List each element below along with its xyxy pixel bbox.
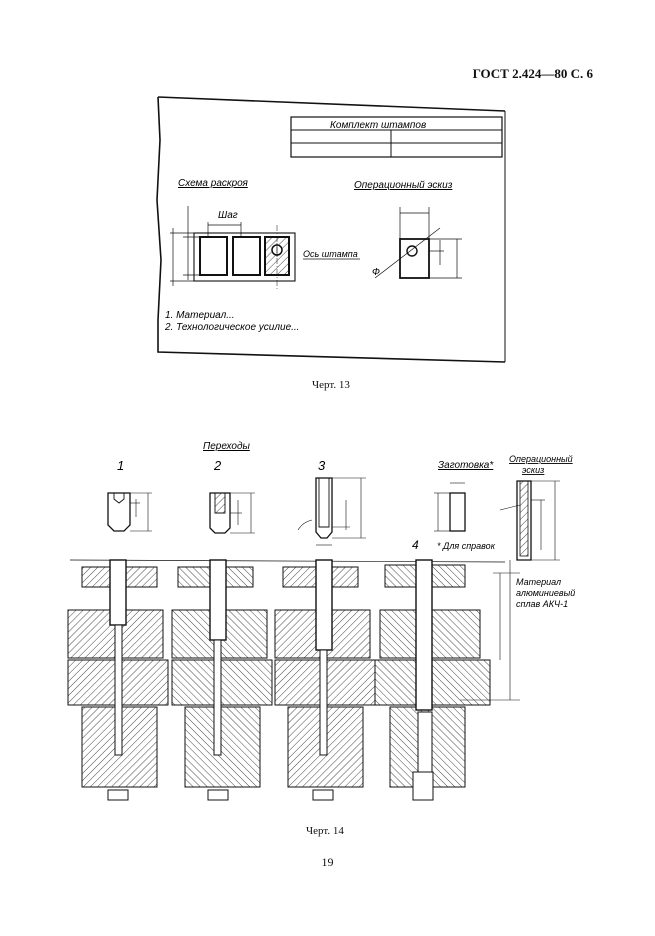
fig14-sketch-title-2: эскиз bbox=[522, 465, 544, 475]
reference-note: * Для справок bbox=[437, 541, 496, 551]
cutting-scheme-title: Схема раскроя bbox=[178, 178, 249, 189]
operation-sketch-drawing bbox=[374, 207, 462, 279]
cutting-scheme-drawing bbox=[170, 206, 296, 290]
transition-3-label: 3 bbox=[318, 458, 326, 473]
blank-label: Заготовка* bbox=[438, 460, 494, 471]
page-number: 19 bbox=[321, 855, 334, 869]
operation-sketch-title: Операционный эскиз bbox=[354, 180, 453, 191]
transition-2-label: 2 bbox=[213, 458, 222, 473]
fig14-sketch-title-1: Операционный bbox=[509, 454, 573, 464]
transition-parts bbox=[107, 477, 366, 546]
diameter-symbol: Ф bbox=[372, 267, 380, 278]
figure-13-sheet bbox=[156, 96, 506, 363]
figure-13-caption: Черт. 13 bbox=[312, 379, 350, 391]
note-material: 1. Материал... bbox=[165, 310, 235, 321]
transition-4-label: 4 bbox=[412, 538, 419, 552]
transitions-title: Переходы bbox=[203, 441, 250, 452]
die-assembly-2 bbox=[171, 559, 273, 801]
material-line-1: Материал bbox=[516, 577, 561, 587]
standard-header: ГОСТ 2.424—80 С. 6 bbox=[472, 66, 593, 81]
die-assembly-1 bbox=[67, 559, 169, 801]
die-assembly-3 bbox=[274, 559, 376, 801]
figure-14-caption: Черт. 14 bbox=[306, 825, 344, 837]
step-label: Шаг bbox=[218, 210, 238, 221]
fig14-operation-sketch bbox=[499, 480, 560, 561]
blank-drawing bbox=[434, 482, 466, 532]
material-line-3: сплав АКЧ-1 bbox=[516, 599, 568, 609]
material-line-2: алюминиевый bbox=[516, 588, 575, 598]
stamp-set-title: Комплект штампов bbox=[330, 120, 426, 131]
stamp-axis-label: Ось штампа bbox=[303, 249, 358, 259]
note-force: 2. Технологическое усилие... bbox=[164, 322, 299, 333]
die-assembly-4 bbox=[374, 559, 491, 801]
transition-1-label: 1 bbox=[117, 458, 124, 473]
